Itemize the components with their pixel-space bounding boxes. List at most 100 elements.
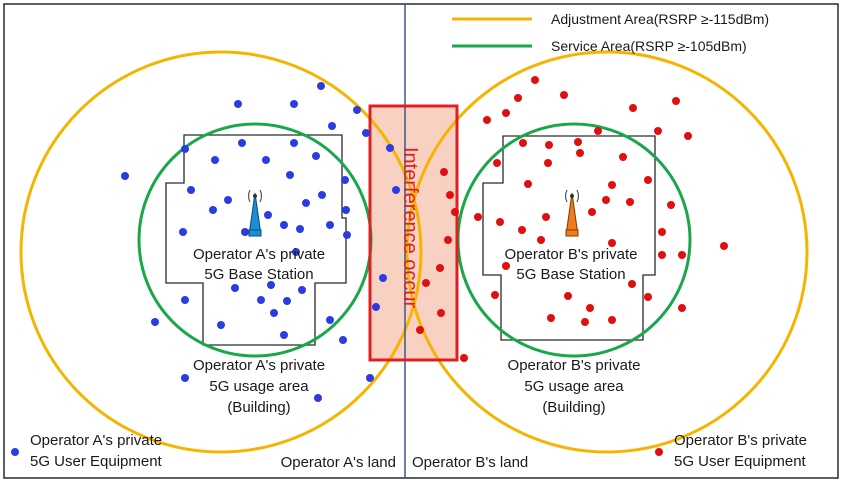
ue-a-dot: [231, 284, 239, 292]
legend-ue-b-line2: 5G User Equipment: [674, 453, 807, 470]
ue-b-dot: [519, 139, 527, 147]
ue-a-dot: [302, 199, 310, 207]
antenna-b-waves: [564, 189, 580, 203]
ue-b-dot: [444, 236, 452, 244]
ue-b-dot: [678, 304, 686, 312]
ue-a-dot: [241, 228, 249, 236]
interference-zone-border: [368, 104, 459, 362]
ue-b-dot: [547, 314, 555, 322]
ue-a-dot: [392, 186, 400, 194]
ue-b-dot: [678, 251, 686, 259]
ue-a-dot: [379, 274, 387, 282]
building-b-outline: [482, 135, 656, 341]
ue-b-dot: [581, 318, 589, 326]
ue-b-dot: [654, 127, 662, 135]
ue-a-dot: [326, 316, 334, 324]
interference-zone-fill: [370, 106, 457, 360]
ue-b-dot: [496, 218, 504, 226]
ue-b-dot: [608, 239, 616, 247]
ue-a-dot: [314, 394, 322, 402]
ue-a-group: [121, 82, 400, 402]
ue-a-dot: [234, 100, 242, 108]
land-a-label: Operator A's land: [281, 454, 396, 471]
ue-b-dot: [644, 176, 652, 184]
legend-adjustment-label: Adjustment Area(RSRP ≥-115dBm): [551, 11, 769, 27]
ue-a-dot: [326, 221, 334, 229]
ue-a-dot: [353, 106, 361, 114]
bs-b-antenna-icon: [564, 189, 580, 237]
ue-b-dot: [564, 292, 572, 300]
ue-a-dot: [181, 296, 189, 304]
ue-a-dot: [296, 225, 304, 233]
ue-b-dot: [667, 201, 675, 209]
legend-service-label: Service Area(RSRP ≥-105dBm): [551, 38, 747, 54]
legend-ue-a-line2: 5G User Equipment: [30, 453, 163, 470]
ue-a-dot: [283, 297, 291, 305]
ue-a-dot: [264, 211, 272, 219]
interference-label: Interference occur: [399, 147, 421, 309]
ue-b-dot: [502, 109, 510, 117]
ue-a-dot: [262, 156, 270, 164]
ue-b-dot: [436, 264, 444, 272]
ue-b-dot: [460, 354, 468, 362]
ue-a-dot: [292, 248, 300, 256]
ue-a-dot: [290, 139, 298, 147]
ue-b-dot: [531, 76, 539, 84]
bs-a-label-line1: Operator A's private: [193, 246, 325, 263]
bs-b-label-line2: 5G Base Station: [516, 266, 625, 283]
area-b-label-line1: Operator B's private: [508, 357, 641, 374]
ue-b-dot: [574, 138, 582, 146]
antenna-b-tip: [570, 194, 574, 198]
ue-b-dot: [626, 198, 634, 206]
ue-a-dot: [211, 156, 219, 164]
ue-a-dot: [290, 100, 298, 108]
ue-a-dot: [181, 145, 189, 153]
ue-a-dot: [366, 374, 374, 382]
ue-a-dot: [372, 303, 380, 311]
ue-b-dot: [545, 141, 553, 149]
area-b-label-line2: 5G usage area: [524, 378, 624, 395]
ue-a-dot: [187, 186, 195, 194]
ue-a-dot: [280, 221, 288, 229]
area-a-label-line3: (Building): [227, 399, 290, 416]
ue-b-dot: [608, 181, 616, 189]
antenna-a-waves: [247, 189, 263, 203]
ue-b-dot: [644, 293, 652, 301]
ue-a-dot: [343, 231, 351, 239]
ue-b-dot: [451, 208, 459, 216]
ue-b-dot: [514, 94, 522, 102]
ue-a-dot: [209, 206, 217, 214]
adjustment-area-b: [405, 50, 809, 454]
ue-b-dot: [720, 242, 728, 250]
ue-b-dot: [491, 291, 499, 299]
ue-b-dot: [542, 213, 550, 221]
legend-ue-b-marker: [655, 448, 663, 456]
ue-b-group: [416, 76, 728, 362]
ue-b-dot: [588, 208, 596, 216]
ue-b-dot: [576, 149, 584, 157]
ue-b-dot: [493, 159, 501, 167]
ue-b-dot: [628, 280, 636, 288]
ue-b-dot: [658, 228, 666, 236]
ue-b-dot: [629, 104, 637, 112]
ue-b-dot: [544, 159, 552, 167]
ue-b-dot: [537, 236, 545, 244]
area-b-label-line3: (Building): [542, 399, 605, 416]
ue-a-dot: [267, 281, 275, 289]
ue-a-dot: [121, 172, 129, 180]
legend-ue-b-line1: Operator B's private: [674, 432, 807, 449]
ue-b-dot: [602, 196, 610, 204]
ue-a-dot: [341, 176, 349, 184]
ue-b-dot: [446, 191, 454, 199]
ue-a-dot: [217, 321, 225, 329]
ue-b-dot: [518, 226, 526, 234]
ue-a-dot: [339, 336, 347, 344]
antenna-b-base: [565, 229, 579, 237]
ue-b-dot: [684, 132, 692, 140]
ue-a-dot: [298, 286, 306, 294]
ue-b-dot: [608, 316, 616, 324]
ue-a-dot: [318, 191, 326, 199]
ue-b-dot: [422, 279, 430, 287]
ue-a-dot: [317, 82, 325, 90]
